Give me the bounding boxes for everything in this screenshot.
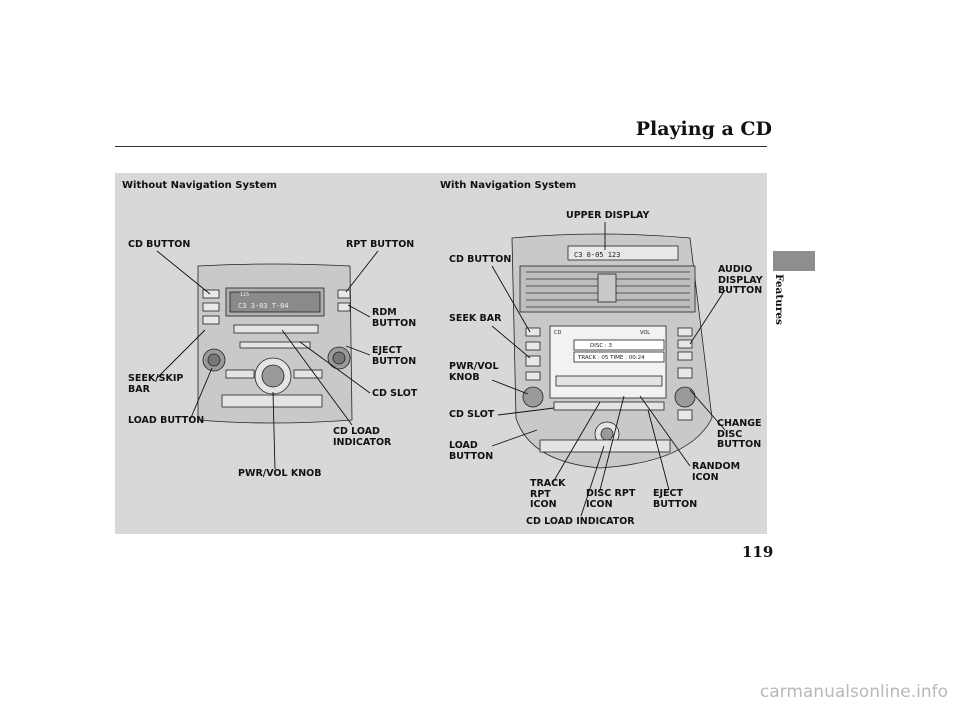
screen-vol: VOL — [640, 330, 650, 336]
label-upper-display: UPPER DISPLAY — [566, 210, 650, 221]
label-pwr-vol-knob-right: PWR/VOL KNOB — [449, 361, 499, 383]
label-cd-load-indicator-right: CD LOAD INDICATOR — [526, 516, 635, 527]
page-number: 119 — [742, 543, 774, 561]
label-eject-button-left: EJECT BUTTON — [372, 345, 417, 367]
title-rule — [115, 146, 767, 147]
label-pwr-vol-knob-left: PWR/VOL KNOB — [238, 468, 322, 479]
label-track-rpt-icon: TRACK RPT ICON — [530, 478, 566, 510]
label-audio-display-button: AUDIO DISPLAY BUTTON — [718, 264, 763, 296]
screen-track: TRACK : 05 TIME : 00:24 — [577, 355, 645, 361]
left-audio-unit: 123 C3 3-03 T-04 — [197, 263, 353, 424]
section-tab-marker — [773, 251, 815, 271]
label-change-disc-button: CHANGE DISC BUTTON — [717, 418, 762, 450]
right-audio-unit: C3 0-05 123 CD VOL DISC : 3 TRACK : 05 T… — [511, 233, 713, 469]
label-seek-bar: SEEK BAR — [449, 313, 502, 324]
label-cd-load-indicator-left: CD LOAD INDICATOR — [333, 426, 392, 448]
label-cd-slot-right: CD SLOT — [449, 409, 495, 420]
left-display-line1: 123 — [240, 292, 249, 298]
label-load-button-left: LOAD BUTTON — [128, 415, 205, 426]
label-cd-slot-left: CD SLOT — [372, 388, 418, 399]
label-rdm-button: RDM BUTTON — [372, 307, 417, 329]
upper-display-readout: C3 0-05 123 — [574, 251, 620, 259]
left-figure-heading: Without Navigation System — [122, 180, 277, 191]
screen-disc: DISC : 3 — [590, 343, 613, 349]
right-figure-heading: With Navigation System — [440, 180, 577, 191]
label-disc-rpt-icon: DISC RPT ICON — [586, 488, 636, 510]
label-eject-button-right: EJECT BUTTON — [653, 488, 698, 510]
label-cd-button-left: CD BUTTON — [128, 239, 191, 250]
label-cd-button-right: CD BUTTON — [449, 254, 512, 265]
label-rpt-button: RPT BUTTON — [346, 239, 415, 250]
page-title: Playing a CD — [635, 118, 772, 140]
label-random-icon: RANDOM ICON — [692, 461, 741, 483]
screen-source: CD — [554, 330, 561, 336]
watermark: carmanualsonline.info — [759, 682, 948, 702]
label-load-button-right: LOAD BUTTON — [449, 440, 494, 462]
leader-lines — [156, 222, 726, 517]
label-seek-skip-bar: SEEK/SKIP BAR — [128, 373, 184, 395]
left-display-line2: C3 3-03 T-04 — [238, 302, 289, 310]
